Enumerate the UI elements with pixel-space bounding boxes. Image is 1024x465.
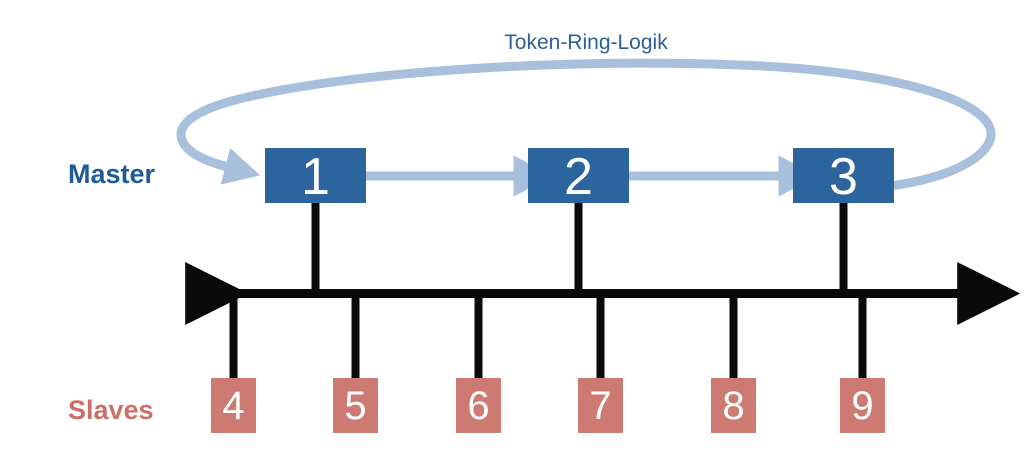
slave-box-9[interactable] (840, 378, 885, 433)
slave-label-7: 7 (589, 384, 611, 428)
slave-label-9: 9 (851, 384, 873, 428)
token-ring-path (176, 58, 996, 193)
master-label-2: 2 (564, 148, 593, 206)
slave-node-5[interactable]: 5 (333, 378, 378, 433)
slave-label-8: 8 (722, 384, 744, 428)
master-node-2[interactable]: 2 (528, 148, 629, 206)
slave-node-8[interactable]: 8 (711, 378, 756, 433)
slave-box-7[interactable] (578, 378, 623, 433)
slaves-row-label: Slaves (68, 395, 154, 425)
master-label-3: 3 (829, 148, 858, 206)
slave-node-6[interactable]: 6 (456, 378, 501, 433)
master-box-1[interactable] (265, 148, 366, 203)
slave-box-4[interactable] (211, 378, 256, 433)
master-row-label: Master (68, 159, 156, 189)
slave-node-9[interactable]: 9 (840, 378, 885, 433)
master-box-2[interactable] (528, 148, 629, 203)
slave-box-6[interactable] (456, 378, 501, 433)
master-label-1: 1 (301, 148, 330, 206)
slave-box-8[interactable] (711, 378, 756, 433)
slave-node-7[interactable]: 7 (578, 378, 623, 433)
diagram-title: Token-Ring-Logik (504, 31, 668, 54)
slave-box-5[interactable] (333, 378, 378, 433)
master-box-3[interactable] (793, 148, 894, 203)
master-node-1[interactable]: 1 (265, 148, 366, 206)
slave-label-6: 6 (467, 384, 489, 428)
token-ring-loop (176, 58, 996, 193)
slave-label-5: 5 (344, 384, 366, 428)
master-drop-lines (311, 200, 848, 296)
master-node-3[interactable]: 3 (793, 148, 894, 206)
slave-drop-lines (229, 290, 867, 380)
slave-label-4: 4 (222, 384, 244, 428)
slave-node-4[interactable]: 4 (211, 378, 256, 433)
